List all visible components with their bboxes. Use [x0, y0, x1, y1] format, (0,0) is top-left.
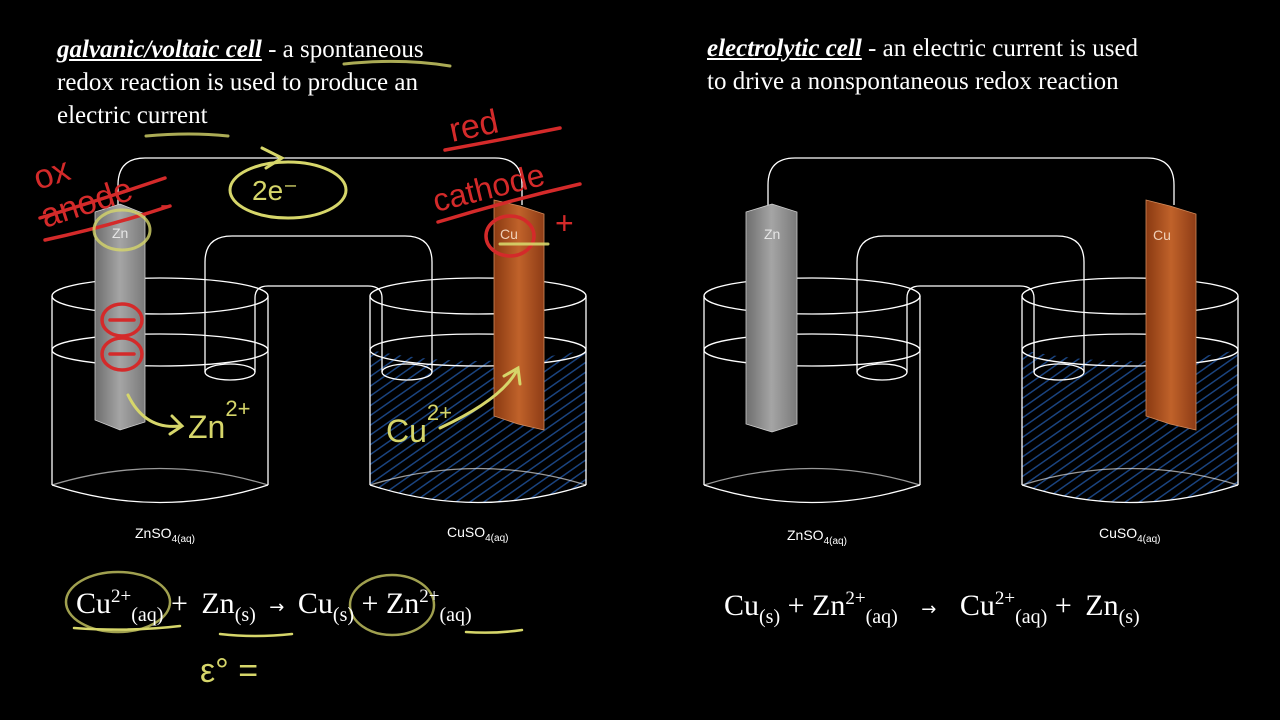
electron-annotation: 2e⁻ [252, 175, 298, 206]
red-annotations [38, 126, 582, 372]
right-beaker-right [1021, 277, 1239, 504]
right-beaker [369, 277, 587, 504]
electrolytic-desc-2: to drive a nonspontaneous redox reaction [707, 68, 1119, 95]
standard-potential-annotation: ε° = [200, 652, 258, 690]
yellow-annotations [92, 59, 550, 436]
external-wire-right [767, 157, 1175, 205]
zinc-electrode-right [745, 203, 798, 433]
galvanic-cell-heading: galvanic/voltaic cell - a spontaneous re… [57, 33, 517, 132]
electrolytic-cell [703, 157, 1239, 504]
electrolytic-equation: Cu(s) + Zn2+(aq) → Cu2+(aq) + Zn(s) [724, 588, 1140, 628]
zn-ion-annotation: Zn2+ [188, 396, 250, 445]
salt-bridge-right [856, 235, 1085, 381]
cu-electrode-label: Cu [500, 226, 518, 242]
anode-minus-annotation: - [160, 188, 170, 221]
znso4-label: ZnSO4(aq) [135, 525, 195, 545]
electrolytic-desc-1: - an electric current is used [861, 35, 1139, 62]
electrolytic-term: electrolytic cell [707, 35, 862, 62]
galvanic-desc-2: redox reaction is used to produce an [57, 69, 418, 96]
copper-electrode-right [1145, 199, 1197, 431]
cuso4-label: CuSO4(aq) [447, 524, 509, 544]
equation-annotations [64, 570, 524, 638]
cuso4-label-right: CuSO4(aq) [1099, 525, 1161, 545]
zn-electrode-label-right: Zn [764, 226, 780, 242]
cathode-plus-annotation: + [555, 205, 574, 241]
left-beaker [51, 277, 269, 504]
left-beaker-right [703, 277, 921, 504]
zinc-electrode [94, 203, 146, 431]
external-wire [117, 157, 523, 205]
galvanic-cell [51, 157, 587, 504]
galvanic-equation: Cu2+(aq) + Zn(s) → Cu(s) + Zn2+(aq) [76, 586, 472, 626]
galvanic-desc-1: - a spontaneous [261, 36, 424, 63]
electrolytic-cell-heading: electrolytic cell - an electric current … [707, 32, 1227, 98]
cu-electrode-label-right: Cu [1153, 227, 1171, 243]
galvanic-desc-3: electric current [57, 102, 208, 129]
cuso4-solution-right [1022, 350, 1238, 503]
salt-bridge [204, 235, 433, 381]
zn-electrode-label: Zn [112, 225, 128, 241]
galvanic-term: galvanic/voltaic cell [57, 36, 262, 63]
znso4-label-right: ZnSO4(aq) [787, 527, 847, 547]
cu-ion-annotation: Cu2+ [386, 400, 452, 449]
